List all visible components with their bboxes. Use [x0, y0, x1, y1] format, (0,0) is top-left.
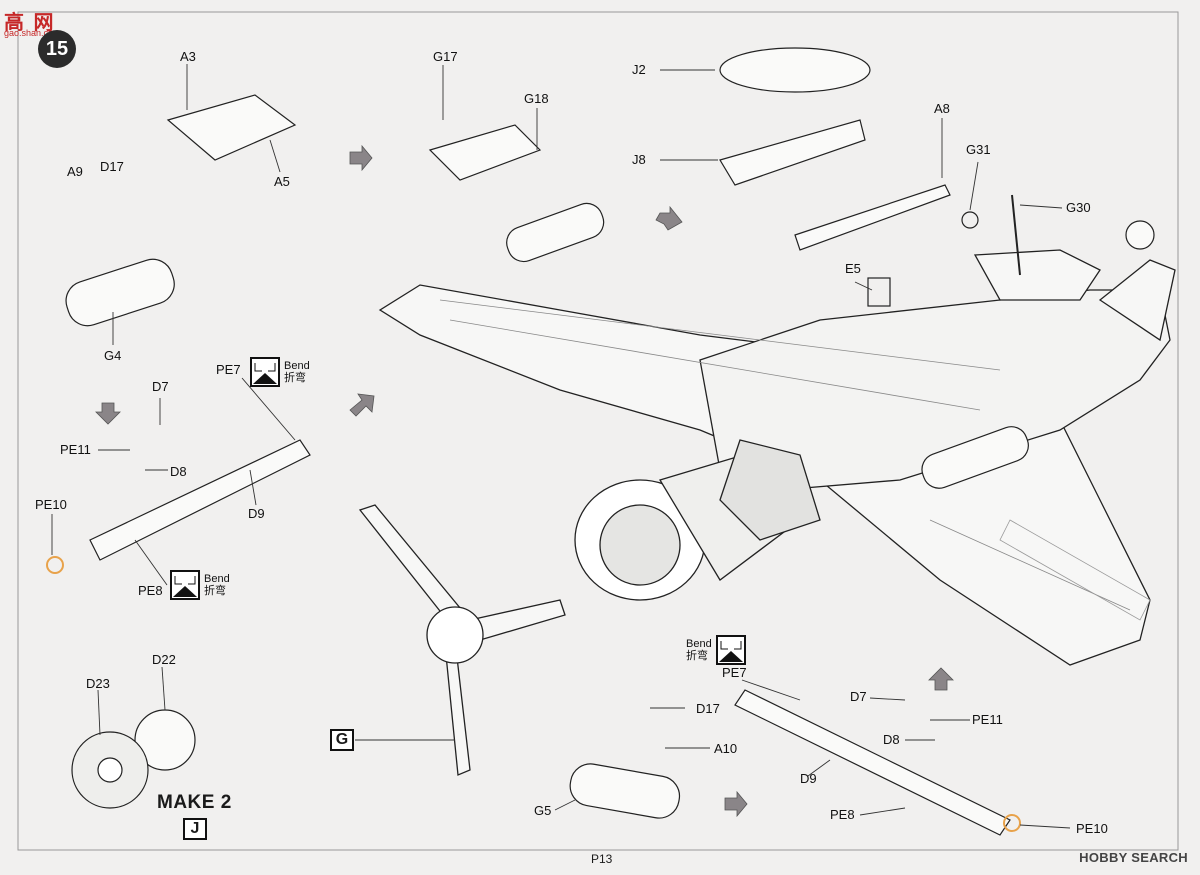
part-label-a8: A8 [934, 101, 950, 116]
part-label-pe11-right: PE11 [972, 712, 1003, 727]
part-tree-g-box: G [330, 729, 354, 751]
part-label-a10: A10 [714, 741, 738, 756]
part-label-g18: G18 [524, 91, 549, 106]
part-label-a5: A5 [274, 174, 290, 189]
page-number: P13 [591, 852, 613, 866]
part-label-pe8-right: PE8 [830, 807, 855, 822]
bend-text-en: Bend [284, 360, 310, 372]
part-label-d23: D23 [86, 676, 110, 691]
bend-callout-top: Bend 折弯 [250, 357, 310, 387]
part-label-pe11-left: PE11 [60, 442, 91, 457]
bend-text-zh: 折弯 [284, 372, 306, 384]
direction-arrows [95, 144, 954, 818]
part-tree-j-box: J [183, 818, 207, 840]
make-quantity-label: MAKE 2 [157, 792, 232, 813]
bend-text-en: Bend [204, 573, 230, 585]
part-label-j8: J8 [632, 152, 646, 167]
part-label-pe10-right: PE10 [1076, 821, 1108, 836]
bend-callout-right: Bend 折弯 [686, 635, 746, 665]
bend-icon [170, 570, 200, 600]
part-label-a9: A9 [67, 164, 83, 179]
part-label-pe7-right: PE7 [722, 665, 747, 680]
part-label-pe10-left: PE10 [35, 497, 67, 512]
part-label-d8-left: D8 [170, 464, 187, 479]
part-label-d7-right: D7 [850, 689, 867, 704]
watermark-logo-text: 高 网 [4, 12, 56, 34]
part-label-d8-right: D8 [883, 732, 900, 747]
bend-text-zh: 折弯 [686, 650, 708, 662]
part-label-d17-right: D17 [696, 701, 720, 716]
watermark-hobby-search: HOBBY SEARCH [1079, 850, 1188, 865]
part-label-d9-right: D9 [800, 771, 817, 786]
part-label-pe7-left: PE7 [216, 362, 241, 377]
watermark-logo-subtext: gao.shan.co [4, 28, 54, 38]
bend-icon [715, 635, 746, 665]
part-label-d9-left: D9 [248, 506, 265, 521]
part-label-g30: G30 [1066, 200, 1091, 215]
part-label-e5: E5 [845, 261, 861, 276]
step-number-badge: 15 [38, 30, 76, 68]
bend-text-en: Bend [686, 638, 712, 650]
part-label-a3: A3 [180, 49, 196, 64]
leader-lines [51, 64, 1071, 829]
bend-callout-left: Bend 折弯 [170, 570, 230, 600]
part-label-d7-left: D7 [152, 379, 169, 394]
part-label-g5: G5 [534, 803, 552, 818]
part-label-g31: G31 [966, 142, 991, 157]
part-label-d22: D22 [152, 652, 176, 667]
propeller [358, 504, 566, 776]
part-label-g4: G4 [104, 348, 122, 363]
bend-icon [250, 357, 280, 387]
part-label-d17-left: D17 [100, 159, 124, 174]
bend-text-zh: 折弯 [204, 585, 226, 597]
sub-assemblies [46, 47, 1155, 836]
part-label-j2: J2 [632, 62, 646, 77]
part-label-pe8-left: PE8 [138, 583, 163, 598]
aircraft-main-assembly [378, 249, 1176, 666]
part-label-g17: G17 [433, 49, 458, 64]
